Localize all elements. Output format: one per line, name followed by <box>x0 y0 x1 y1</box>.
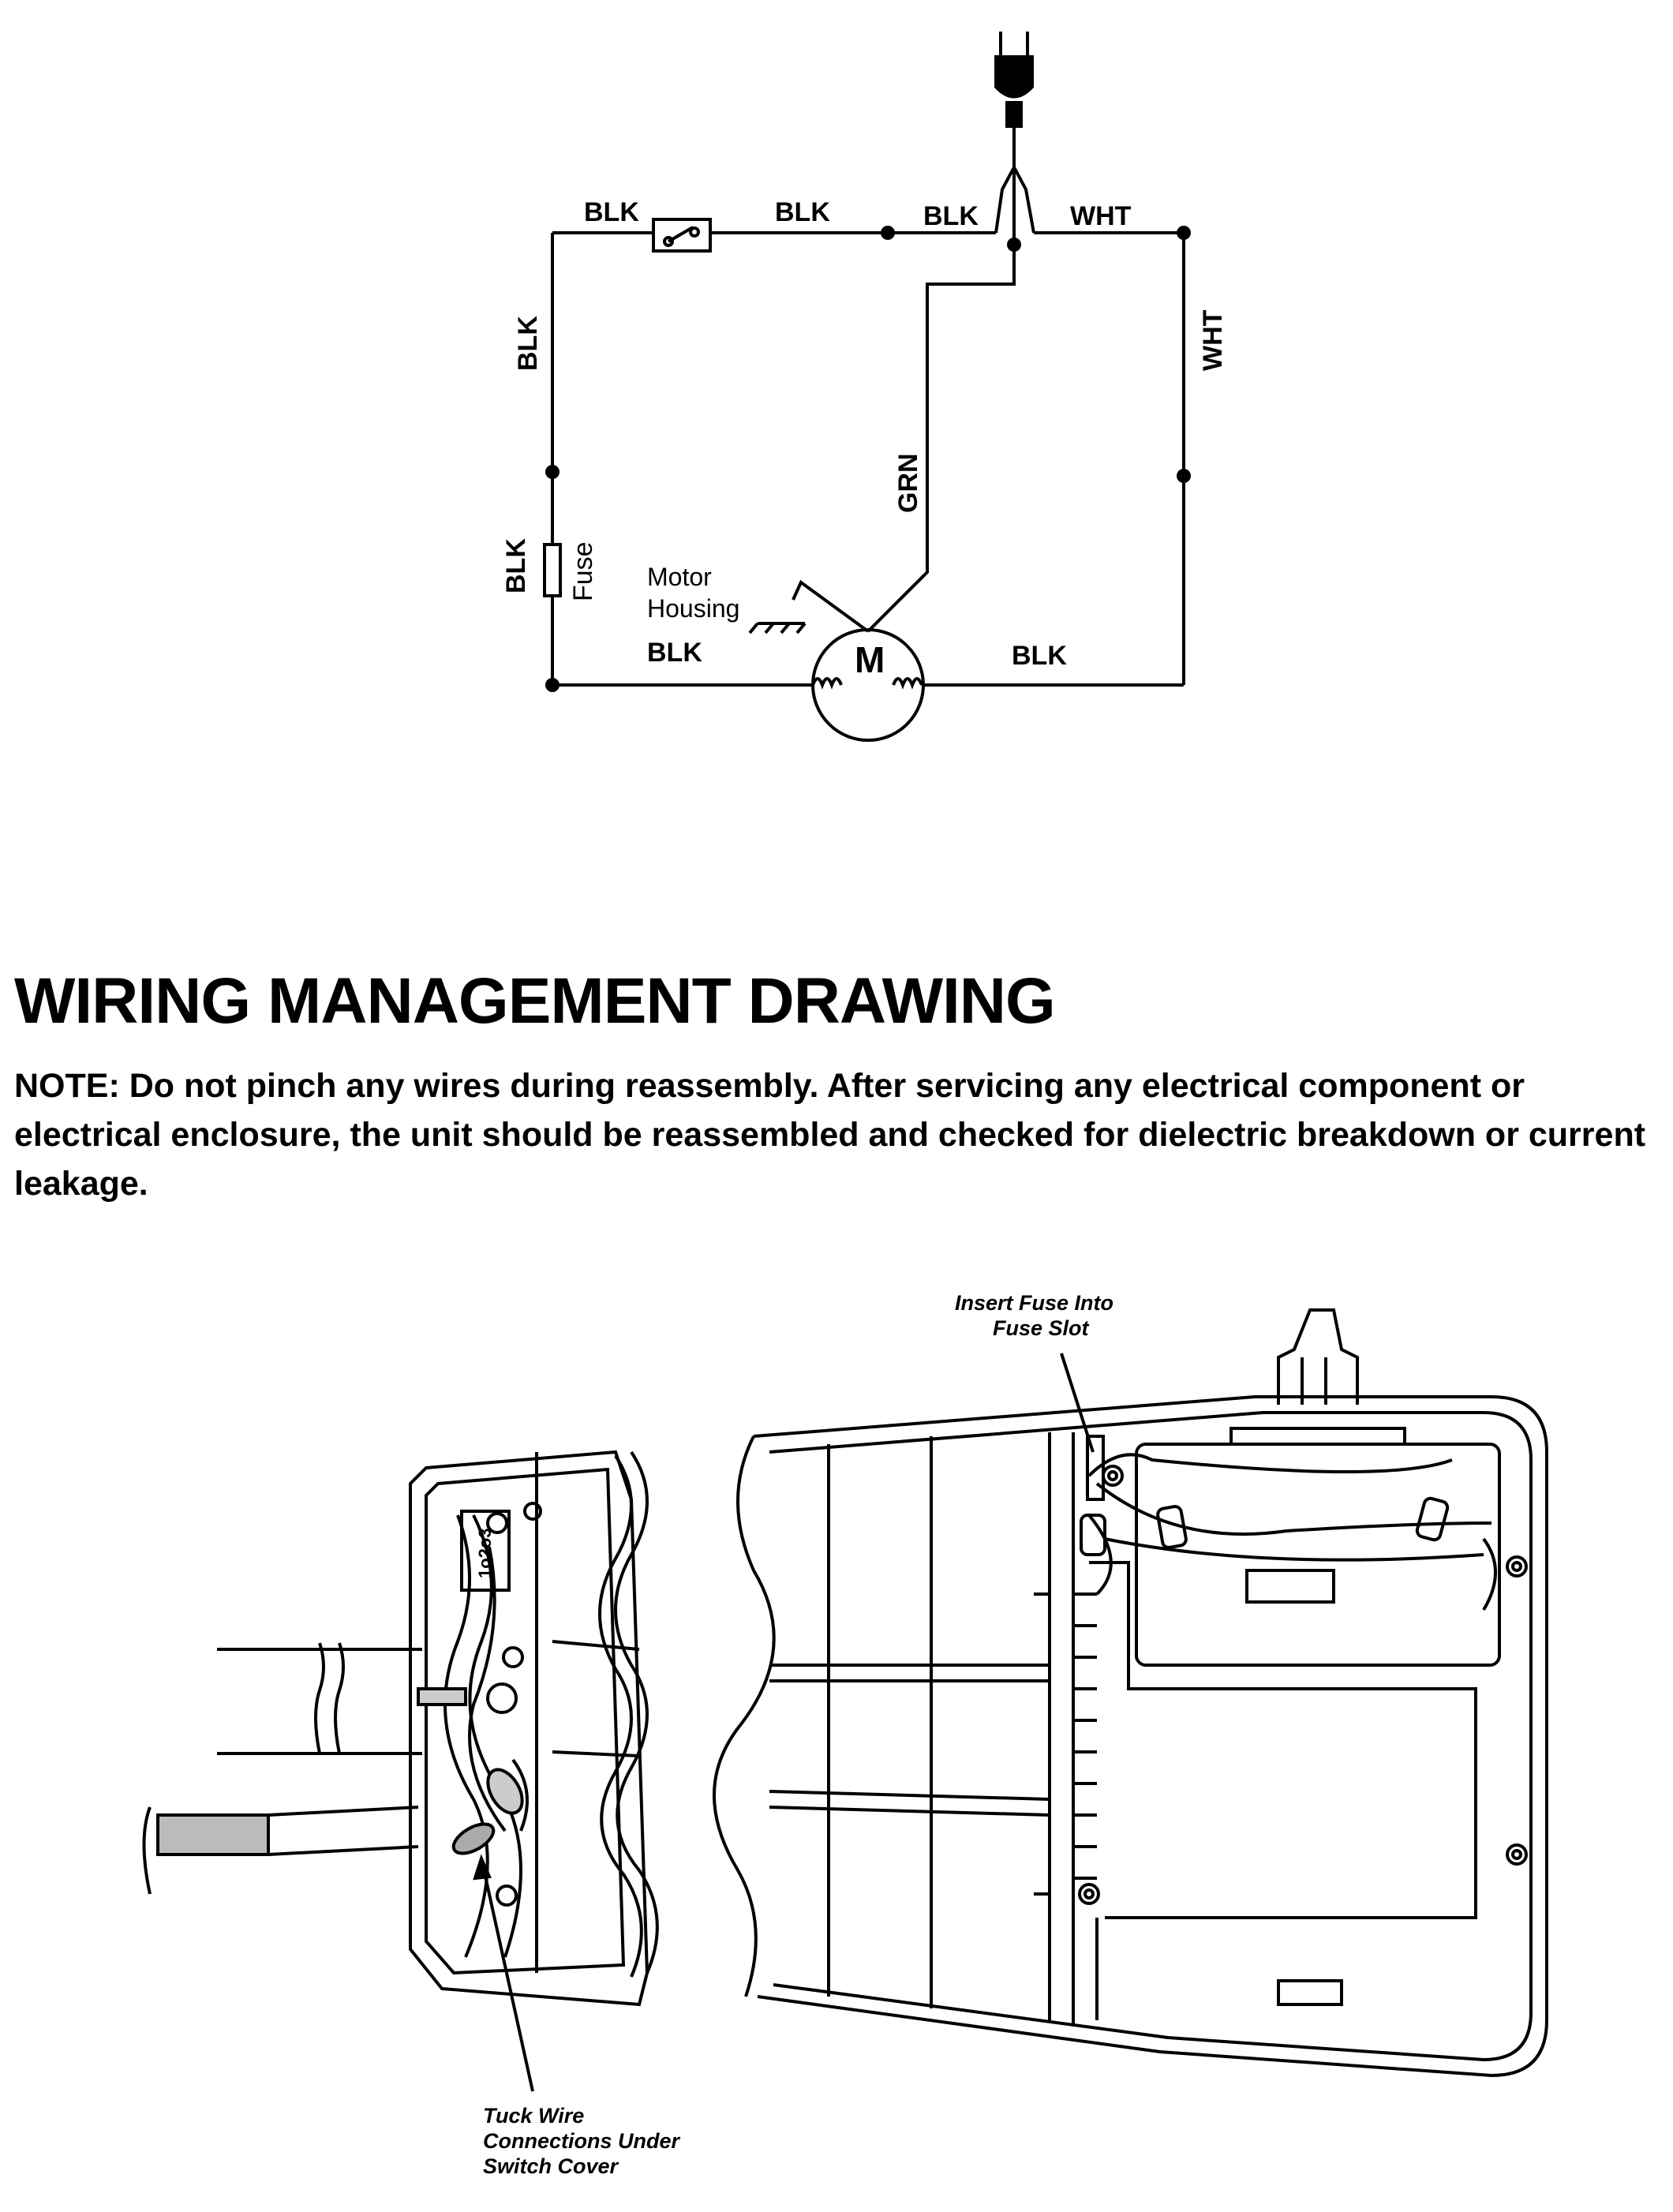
switch-housing: 1o2o3 <box>142 1450 659 2007</box>
motor-housing-label: Housing <box>647 594 739 623</box>
wire-label: BLK <box>923 201 979 231</box>
tuck-callout-text: Tuck Wire <box>483 2104 584 2128</box>
fuse-icon <box>543 543 562 597</box>
fuse-callout-text: Insert Fuse Into <box>955 1291 1113 1315</box>
ground-icon <box>748 622 807 634</box>
wire-label: BLK <box>501 538 531 593</box>
section-note: NOTE: Do not pinch any wires during reas… <box>14 1067 1646 1203</box>
wire-label: BLK <box>1012 641 1067 671</box>
wire-label: WHT <box>1198 309 1228 371</box>
section-title: WIRING MANAGEMENT DRAWING <box>14 965 1056 1037</box>
wire-label: BLK <box>647 638 702 668</box>
wire-label: GRN <box>893 453 923 513</box>
tuck-callout-leader <box>480 1858 534 2092</box>
wiring-schematic: BLK BLK BLK WHT BLK WHT BLK Fuse GRN Mot… <box>501 32 1228 742</box>
fuse-callout-text: Fuse Slot <box>993 1316 1090 1340</box>
wire-label: BLK <box>584 197 639 227</box>
svg-text:1o2o3: 1o2o3 <box>475 1528 495 1578</box>
fuse-callout-leader <box>1060 1353 1095 1453</box>
wire-label: BLK <box>775 197 830 227</box>
motor-symbol: M <box>855 639 885 680</box>
tuck-callout-text: Switch Cover <box>483 2154 619 2178</box>
main-housing <box>713 1308 1548 2078</box>
switch-icon <box>652 218 712 253</box>
tuck-callout-text: Connections Under <box>483 2129 681 2153</box>
fuse-label: Fuse <box>568 541 598 601</box>
motor-housing-label: Motor <box>647 563 712 591</box>
wire-label: WHT <box>1070 201 1132 231</box>
power-plug-icon <box>994 32 1034 167</box>
wire-label: BLK <box>513 316 543 371</box>
